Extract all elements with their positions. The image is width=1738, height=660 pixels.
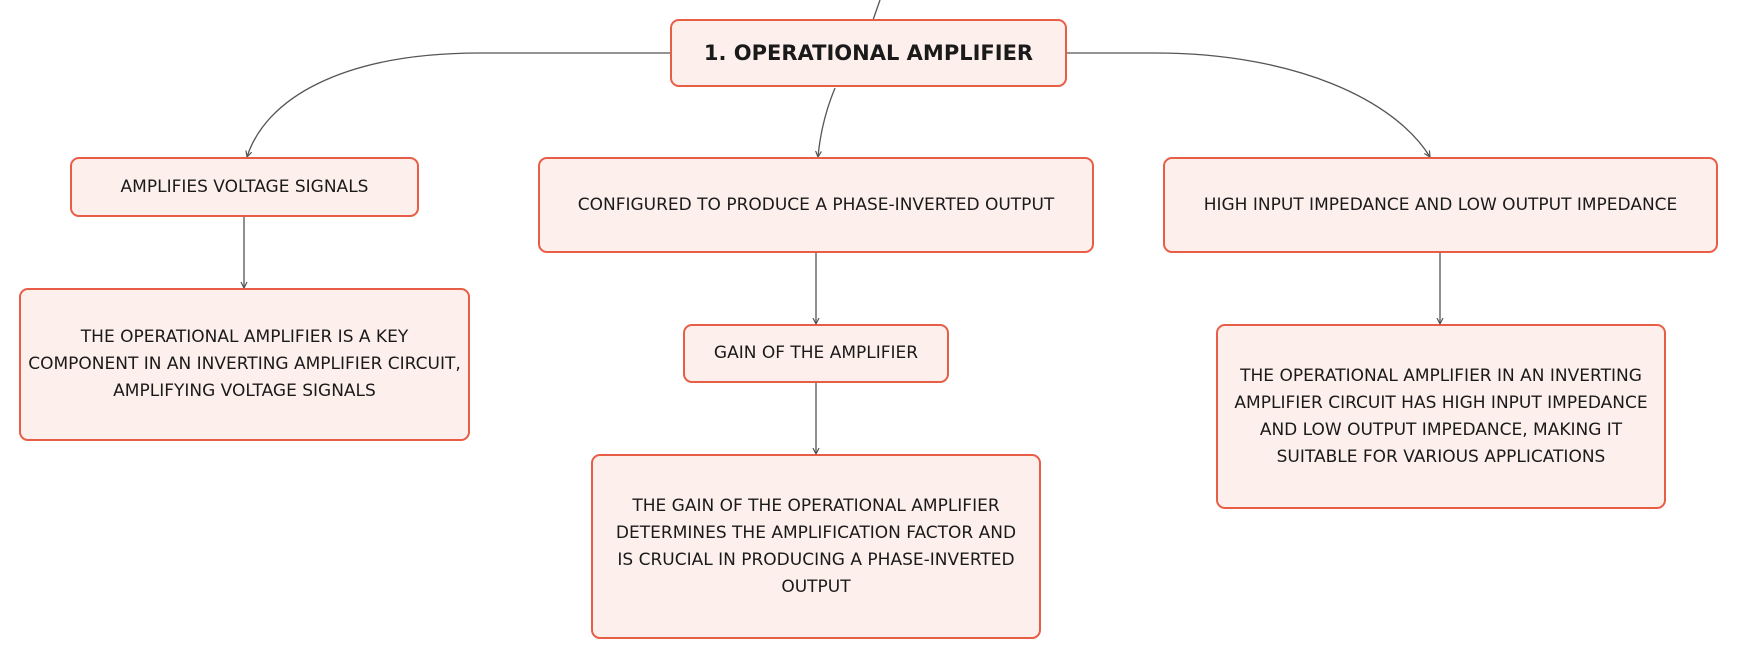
subbranch-node-label: GAIN OF THE AMPLIFIER: [713, 343, 919, 363]
branch-node-impedance[interactable]: HIGH INPUT IMPEDANCE AND LOW OUTPUT IMPE…: [1163, 157, 1718, 253]
detail-node-label: THE GAIN OF THE OPERATIONAL AMPLIFIER DE…: [615, 495, 1017, 597]
connector-root-to-branch-1: [247, 52, 670, 157]
branch-node-label: AMPLIFIES VOLTAGE SIGNALS: [120, 176, 369, 197]
branch-node-label: HIGH INPUT IMPEDANCE AND LOW OUTPUT IMPE…: [1203, 194, 1678, 215]
root-node-label: 1. OPERATIONAL AMPLIFIER: [703, 40, 1034, 65]
detail-node-impedance-applications[interactable]: THE OPERATIONAL AMPLIFIER IN AN INVERTIN…: [1216, 324, 1666, 509]
branch-node-amplifies[interactable]: AMPLIFIES VOLTAGE SIGNALS: [70, 157, 419, 217]
root-node[interactable]: 1. OPERATIONAL AMPLIFIER: [670, 19, 1067, 87]
branch-node-phase-inverted[interactable]: CONFIGURED TO PRODUCE A PHASE-INVERTED O…: [538, 157, 1094, 253]
detail-node-gain-factor[interactable]: THE GAIN OF THE OPERATIONAL AMPLIFIER DE…: [591, 454, 1041, 639]
connector-parent-to-root: [872, 0, 881, 21]
subbranch-node-gain[interactable]: GAIN OF THE AMPLIFIER: [683, 324, 949, 383]
detail-node-label: THE OPERATIONAL AMPLIFIER IN AN INVERTIN…: [1234, 365, 1648, 467]
branch-node-label: CONFIGURED TO PRODUCE A PHASE-INVERTED O…: [577, 194, 1055, 215]
detail-node-label: THE OPERATIONAL AMPLIFIER IS A KEY COMPO…: [28, 327, 461, 401]
detail-node-key-component[interactable]: THE OPERATIONAL AMPLIFIER IS A KEY COMPO…: [19, 288, 470, 441]
connector-root-to-branch-2: [818, 87, 836, 157]
connector-root-to-branch-3: [1066, 52, 1430, 157]
